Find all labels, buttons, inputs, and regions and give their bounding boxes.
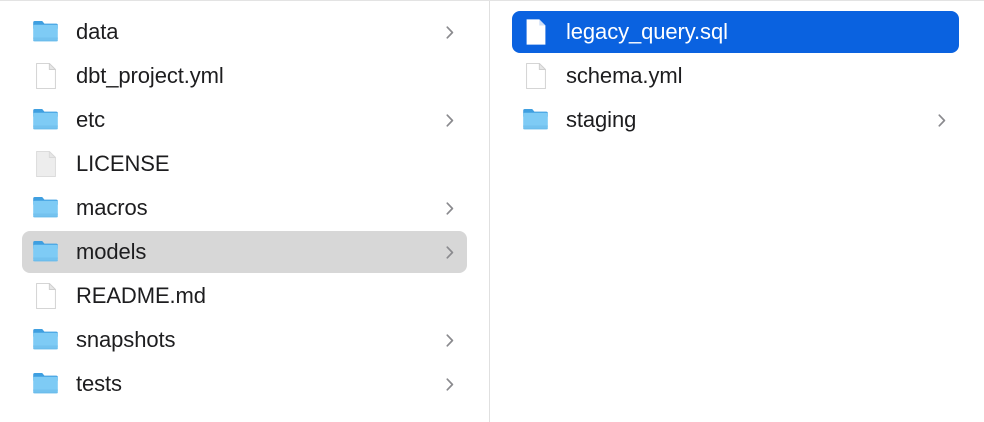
file-name-label: etc	[76, 107, 106, 132]
file-row-folder[interactable]: staging	[512, 99, 959, 141]
file-name-label: schema.yml	[566, 63, 683, 88]
file-name-label: data	[76, 19, 119, 44]
document-icon	[32, 280, 59, 312]
chevron-right-icon[interactable]	[443, 330, 457, 350]
chevron-right-icon[interactable]	[443, 198, 457, 218]
folder-icon	[32, 192, 59, 224]
file-row-file[interactable]: dbt_project.yml	[22, 55, 467, 97]
file-name-label: legacy_query.sql	[566, 19, 728, 44]
file-row-folder[interactable]: etc	[22, 99, 467, 141]
file-row-folder[interactable]: models	[22, 231, 467, 273]
document-icon	[522, 60, 549, 92]
document-icon	[32, 60, 59, 92]
file-name-label: macros	[76, 195, 148, 220]
finder-column-models[interactable]: legacy_query.sql schema.yml staging	[490, 1, 983, 422]
generic-document-icon	[32, 148, 59, 180]
file-row-file[interactable]: schema.yml	[512, 55, 959, 97]
file-row-file[interactable]: README.md	[22, 275, 467, 317]
chevron-spacer	[935, 22, 949, 42]
chevron-spacer	[443, 66, 457, 86]
chevron-right-icon[interactable]	[443, 374, 457, 394]
file-name-label: dbt_project.yml	[76, 63, 224, 88]
chevron-right-icon[interactable]	[443, 242, 457, 262]
folder-icon	[32, 104, 59, 136]
folder-icon	[32, 368, 59, 400]
folder-icon	[32, 236, 59, 268]
file-name-label: README.md	[76, 283, 206, 308]
chevron-spacer	[443, 154, 457, 174]
file-name-label: snapshots	[76, 327, 176, 352]
chevron-right-icon[interactable]	[443, 110, 457, 130]
file-name-label: models	[76, 239, 147, 264]
file-name-label: tests	[76, 371, 122, 396]
file-row-folder[interactable]: macros	[22, 187, 467, 229]
folder-icon	[522, 104, 549, 136]
file-row-file[interactable]: legacy_query.sql	[512, 11, 959, 53]
file-row-folder[interactable]: tests	[22, 363, 467, 405]
chevron-right-icon[interactable]	[443, 22, 457, 42]
file-row-folder[interactable]: data	[22, 11, 467, 53]
chevron-spacer	[443, 286, 457, 306]
file-row-folder[interactable]: snapshots	[22, 319, 467, 361]
document-icon	[522, 16, 549, 48]
file-name-label: staging	[566, 107, 637, 132]
file-row-file[interactable]: LICENSE	[22, 143, 467, 185]
chevron-spacer	[935, 66, 949, 86]
chevron-right-icon[interactable]	[935, 110, 949, 130]
folder-icon	[32, 16, 59, 48]
file-name-label: LICENSE	[76, 151, 170, 176]
folder-icon	[32, 324, 59, 356]
